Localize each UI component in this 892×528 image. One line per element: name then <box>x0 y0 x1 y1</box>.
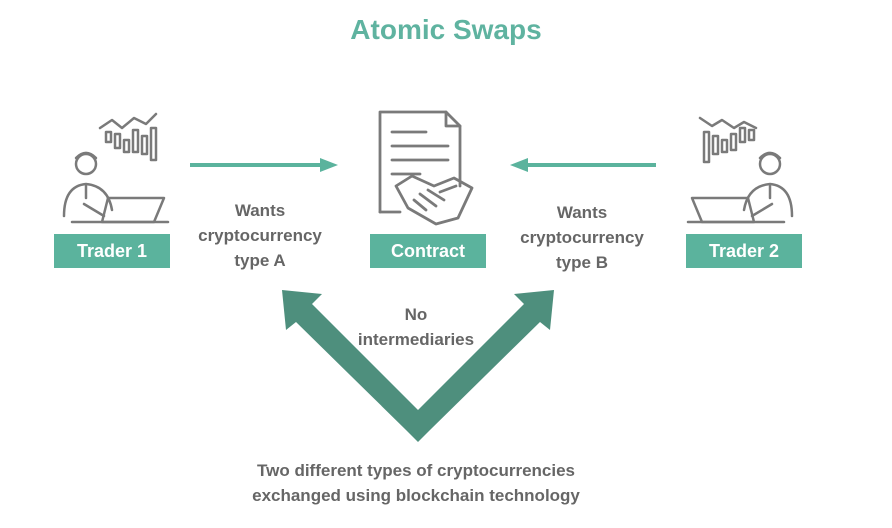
contract-label: Contract <box>370 234 486 268</box>
right-edge-label: Wants cryptocurrency type B <box>502 200 662 275</box>
arrow-trader2-to-contract <box>510 158 656 172</box>
trader-1-icon <box>62 112 170 224</box>
trader-1-label: Trader 1 <box>54 234 170 268</box>
footer-line-2: exchanged using blockchain technology <box>252 486 580 505</box>
left-edge-label: Wants cryptocurrency type A <box>180 198 340 273</box>
trader-2-label: Trader 2 <box>686 234 802 268</box>
left-edge-line-1: Wants <box>234 201 286 220</box>
trader-2-icon <box>686 116 794 224</box>
center-label: No intermediaries <box>336 302 496 352</box>
left-edge-line-3: type A <box>234 251 286 270</box>
arrow-trader1-to-contract <box>190 158 338 172</box>
center-line-2: intermediaries <box>357 330 475 349</box>
right-edge-line-3: type B <box>556 253 608 272</box>
v-arrow <box>282 290 554 442</box>
right-edge-line-1: Wants <box>556 203 608 222</box>
diagram-title: Atomic Swaps <box>350 14 542 45</box>
center-line-1: No <box>404 305 428 324</box>
contract-icon <box>378 110 474 226</box>
left-edge-line-2: cryptocurrency <box>198 226 322 245</box>
footer-caption: Two different types of cryptocurrencies … <box>196 458 636 508</box>
footer-line-1: Two different types of cryptocurrencies <box>256 461 576 480</box>
right-edge-line-2: cryptocurrency <box>520 228 644 247</box>
